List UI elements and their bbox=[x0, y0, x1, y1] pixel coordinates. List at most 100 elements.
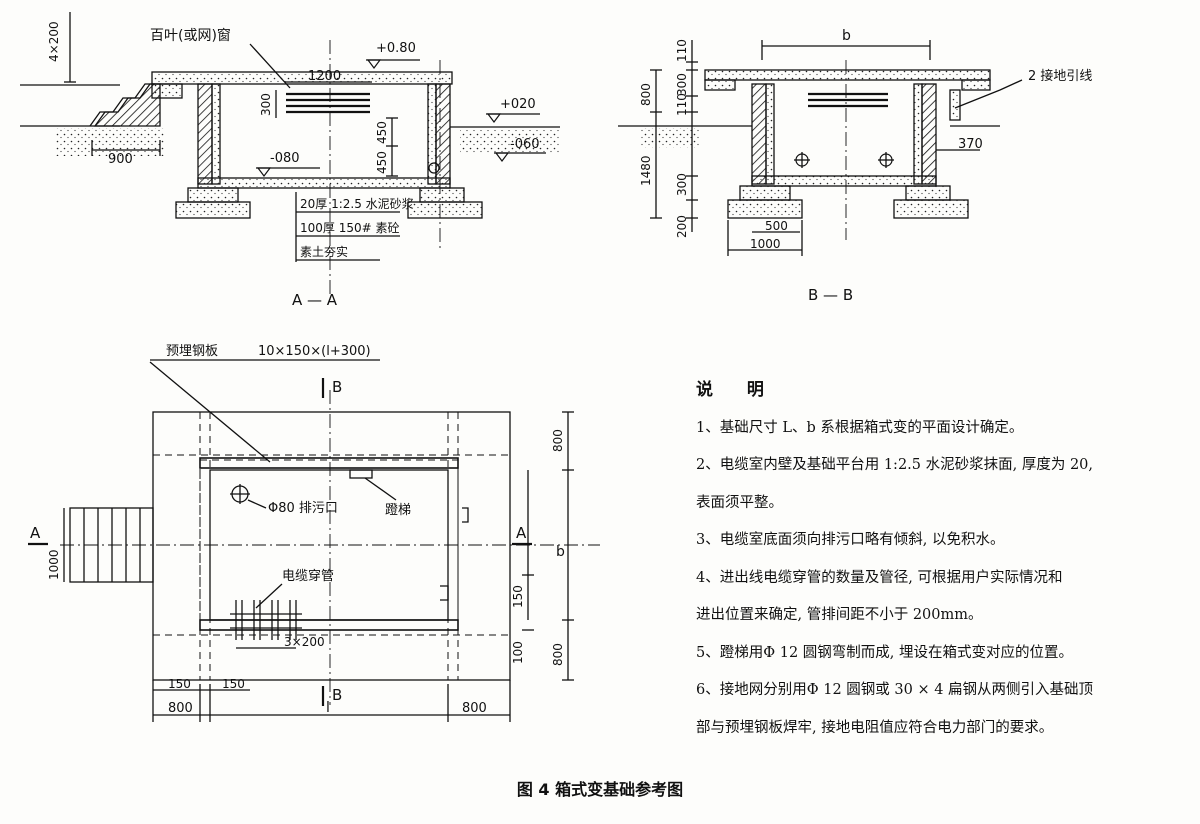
step-profile bbox=[89, 83, 155, 127]
dim-200-label: 200 bbox=[675, 215, 689, 238]
wall-left bbox=[197, 83, 213, 185]
elev-060-label: -060 bbox=[510, 137, 540, 152]
dim-l-label: l bbox=[326, 700, 330, 716]
elev-marker bbox=[256, 167, 272, 177]
drain-label: Φ80 排污口 bbox=[268, 501, 338, 516]
louver-window bbox=[286, 92, 370, 114]
footing-right-base bbox=[407, 201, 483, 219]
footing-left bbox=[187, 187, 239, 203]
slab-edge-left bbox=[151, 83, 183, 99]
section-bb: b 2 接地引线 bbox=[618, 28, 1092, 304]
note-line: 进出位置来确定, 管排间距不小于 200mm。 bbox=[696, 607, 983, 623]
dim-110-bottom-label: 110 bbox=[675, 93, 689, 116]
pipe-section-icon bbox=[428, 162, 440, 174]
notes-block: 说 明 1、基础尺寸 L、b 系根据箱式变的平面设计确定。 2、电缆室内壁及基础… bbox=[696, 372, 1196, 747]
dim-300-lower-label: 300 bbox=[675, 173, 689, 196]
footing-right bbox=[419, 187, 465, 203]
dim-800-label: 800 bbox=[639, 83, 653, 106]
embedded-plate-bottom bbox=[199, 619, 459, 631]
dim-b-label: b bbox=[842, 28, 851, 44]
figure-caption: 图 4 箱式变基础参考图 bbox=[516, 780, 684, 799]
layer-2-label: 100厚 150# 素砼 bbox=[300, 221, 400, 235]
plan-outer-slab bbox=[152, 411, 511, 681]
ground-wire-block bbox=[949, 89, 961, 121]
louver-label: 百叶(或网)窗 bbox=[150, 27, 231, 44]
ladder-label: 蹬梯 bbox=[385, 503, 411, 518]
notes-title: 说 明 bbox=[696, 380, 778, 400]
dim-450-lower-label: 450 bbox=[375, 151, 389, 174]
dim-800-top-label: 800 bbox=[551, 429, 565, 452]
pipe-spacing-label: 3×200 bbox=[284, 635, 325, 649]
dim-4x200-label: 4×200 bbox=[47, 21, 61, 62]
dim-800-left-label: 800 bbox=[168, 701, 193, 716]
wall-left-render bbox=[211, 83, 221, 185]
note-line: 2、电缆室内壁及基础平台用 1:2.5 水泥砂浆抹面, 厚度为 20, bbox=[696, 457, 1093, 473]
note-line: 6、接地网分别用Φ 12 圆钢或 30 × 4 扁钢从两侧引入基础顶 bbox=[696, 682, 1094, 698]
floor-slab bbox=[197, 177, 451, 189]
footing-right bbox=[905, 185, 951, 201]
dim-1200-label: 1200 bbox=[308, 69, 341, 84]
wall-right-render bbox=[913, 83, 923, 185]
dim-b-label: b bbox=[556, 544, 565, 560]
footing-left-base bbox=[727, 199, 803, 219]
footing-left bbox=[739, 185, 791, 201]
cable-pipes bbox=[230, 600, 302, 640]
b-mark-bottom: B bbox=[332, 686, 342, 704]
plan-view: 预埋钢板 10×150×(l+300) B B A A 1000 Φ80 排污口 bbox=[28, 344, 600, 722]
dim-800-bottom-label: 800 bbox=[462, 701, 487, 716]
wall-left bbox=[751, 83, 767, 185]
dim-370-label: 370 bbox=[958, 137, 983, 152]
leader-line bbox=[364, 477, 397, 501]
leader-line bbox=[149, 361, 271, 463]
elev-marker bbox=[366, 59, 382, 69]
section-aa-label: A — A bbox=[292, 291, 338, 309]
dim-450-upper-label: 450 bbox=[375, 121, 389, 144]
a-mark-right: A bbox=[516, 524, 527, 542]
leader-line bbox=[249, 43, 291, 89]
leader-line bbox=[954, 79, 1023, 109]
dim-900-label: 900 bbox=[108, 152, 133, 167]
dim-150-b-label: 150 bbox=[222, 677, 245, 691]
dim-800-right-label: 800 bbox=[551, 643, 565, 666]
note-line: 1、基础尺寸 L、b 系根据箱式变的平面设计确定。 bbox=[696, 419, 1024, 436]
step-block bbox=[93, 83, 161, 127]
dim-1000-label: 1000 bbox=[750, 237, 781, 251]
elev-marker bbox=[494, 152, 510, 162]
note-line: 部与预埋钢板焊牢, 接地电阻值应符合电力部门的要求。 bbox=[696, 719, 1054, 736]
footing-right-base bbox=[893, 199, 969, 219]
a-mark-left: A bbox=[30, 524, 41, 542]
slab-lip-right bbox=[961, 79, 991, 91]
wall-right bbox=[435, 83, 451, 185]
elev-marker bbox=[486, 113, 502, 123]
top-slab bbox=[704, 69, 991, 81]
dim-1000-left-label: 1000 bbox=[47, 549, 61, 580]
soil-texture bbox=[460, 130, 560, 154]
embedded-plate-top bbox=[199, 457, 459, 469]
plate-label: 预埋钢板 bbox=[166, 344, 218, 359]
dim-300-label: 300 bbox=[675, 73, 689, 96]
slab-lip-left bbox=[704, 79, 736, 91]
note-line: 5、蹬梯用Φ 12 圆钢弯制而成, 埋设在箱式变对应的位置。 bbox=[696, 644, 1073, 661]
wall-left-render bbox=[765, 83, 775, 185]
ladder-icon bbox=[349, 469, 373, 479]
dim-110-top-label: 110 bbox=[675, 39, 689, 62]
top-slab bbox=[151, 71, 453, 85]
ground-wire-label: 2 接地引线 bbox=[1028, 68, 1092, 84]
wall-right bbox=[921, 83, 937, 185]
section-aa: 4×200 900 bbox=[20, 12, 560, 309]
wall-insert-icon bbox=[440, 507, 469, 601]
elev-080-label: -080 bbox=[270, 151, 300, 166]
note-line: 3、电缆室底面须向排污口略有倾斜, 以免积水。 bbox=[696, 532, 1005, 548]
plate-spec: 10×150×(l+300) bbox=[258, 344, 371, 359]
leader-line bbox=[247, 499, 267, 509]
dim-300-label: 300 bbox=[259, 93, 273, 116]
louver-window bbox=[808, 92, 888, 108]
section-bb-label: B — B bbox=[808, 286, 853, 304]
dim-500-label: 500 bbox=[765, 219, 788, 233]
note-line: 表面须平整。 bbox=[696, 494, 783, 511]
floor-slab bbox=[751, 175, 937, 187]
dim-150-a-label: 150 bbox=[168, 677, 191, 691]
soil-texture bbox=[55, 128, 165, 156]
